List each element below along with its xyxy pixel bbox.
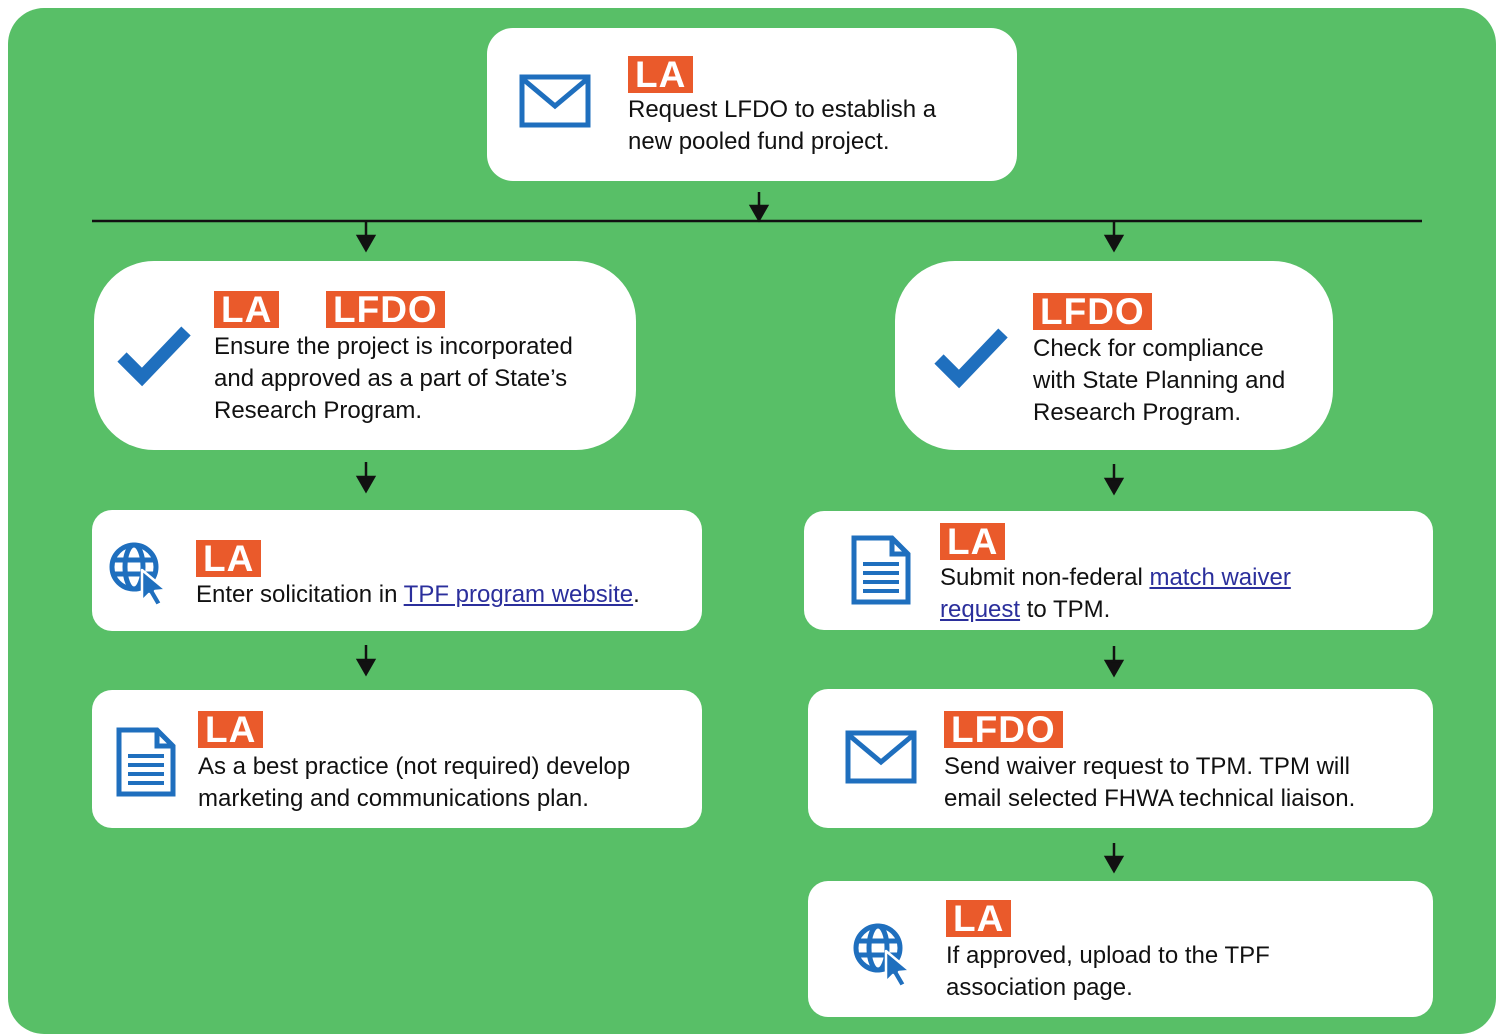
role-badge-la: LA — [198, 711, 264, 748]
step-text-line: marketing and communications plan. — [198, 785, 589, 812]
step-text-line: Enter solicitation in TPF program websit… — [196, 579, 640, 611]
arrow-to-right1 — [1103, 234, 1125, 253]
step-text-line: As a best practice (not required) develo… — [198, 753, 631, 780]
step-text-line: new pooled fund project. — [628, 128, 890, 155]
role-badge-la: LA — [196, 540, 262, 577]
checkmark-icon — [933, 327, 1009, 394]
step-text-line: If approved, upload to the TPF — [946, 942, 1270, 969]
step-text-line: Submit non-federal match waiver — [940, 562, 1291, 594]
arrow-to-left2 — [355, 475, 377, 494]
step-text-line: and approved as a part of State’s — [214, 365, 568, 392]
role-badge-la: LA — [946, 900, 1012, 937]
role-badge-la: LA — [628, 56, 694, 93]
role-badge-la: LA — [940, 523, 1006, 560]
arrow-to-left1 — [355, 234, 377, 253]
role-badge-la: LA — [214, 291, 280, 328]
arrow-top-split — [748, 204, 770, 223]
role-badge-lfdo: LFDO — [1033, 293, 1152, 330]
role-badge-lfdo: LFDO — [326, 291, 445, 328]
step-text-line: Research Program. — [214, 397, 423, 424]
role-badge-lfdo: LFDO — [944, 711, 1063, 748]
checkmark-icon — [116, 325, 192, 392]
step-text-line: Send waiver request to TPM. TPM will — [944, 753, 1350, 780]
match-waiver-request-link[interactable]: request — [940, 596, 1021, 623]
step-send-waiver: LFDO Send waiver request to TPM. TPM wil… — [808, 689, 1433, 828]
match-waiver-request-link[interactable]: match waiver — [1149, 564, 1291, 591]
step-ensure-incorporated: LA LFDO Ensure the project is incorporat… — [94, 261, 636, 450]
step-text-line: Check for compliance — [1033, 335, 1264, 362]
step-text-line: Request LFDO to establish a — [628, 96, 937, 123]
tpf-program-website-link[interactable]: TPF program website — [403, 581, 634, 608]
arrow-to-right4 — [1103, 855, 1125, 874]
arrow-to-right2 — [1103, 477, 1125, 496]
step-text: Enter solicitation in — [196, 581, 404, 608]
step-marketing-plan: LA As a best practice (not required) dev… — [92, 690, 702, 828]
step-text-line: request to TPM. — [940, 594, 1110, 626]
step-text-line: email selected FHWA technical liaison. — [944, 785, 1356, 812]
document-icon — [115, 726, 177, 803]
step-text-line: Research Program. — [1033, 399, 1242, 426]
step-text: to TPM. — [1020, 596, 1111, 623]
envelope-icon — [519, 74, 591, 133]
step-text-line: association page. — [946, 974, 1133, 1001]
step-text: Submit non-federal — [940, 564, 1150, 591]
step-submit-waiver: LA Submit non-federal match waiver reque… — [804, 511, 1433, 630]
arrow-to-left3 — [355, 658, 377, 677]
step-text-line: with State Planning and — [1033, 367, 1286, 394]
arrow-to-right3 — [1103, 659, 1125, 678]
step-check-compliance: LFDO Check for compliance with State Pla… — [895, 261, 1333, 450]
step-request-lfdo: LA Request LFDO to establish a new poole… — [487, 28, 1017, 181]
globe-cursor-icon — [108, 540, 174, 611]
step-enter-solicitation: LA Enter solicitation in TPF program web… — [92, 510, 702, 631]
document-icon — [850, 534, 912, 611]
step-upload-association: LA If approved, upload to the TPF associ… — [808, 881, 1433, 1017]
envelope-icon — [845, 730, 917, 789]
step-text: . — [633, 581, 640, 608]
globe-cursor-icon — [852, 921, 918, 992]
step-text-line: Ensure the project is incorporated — [214, 333, 573, 360]
